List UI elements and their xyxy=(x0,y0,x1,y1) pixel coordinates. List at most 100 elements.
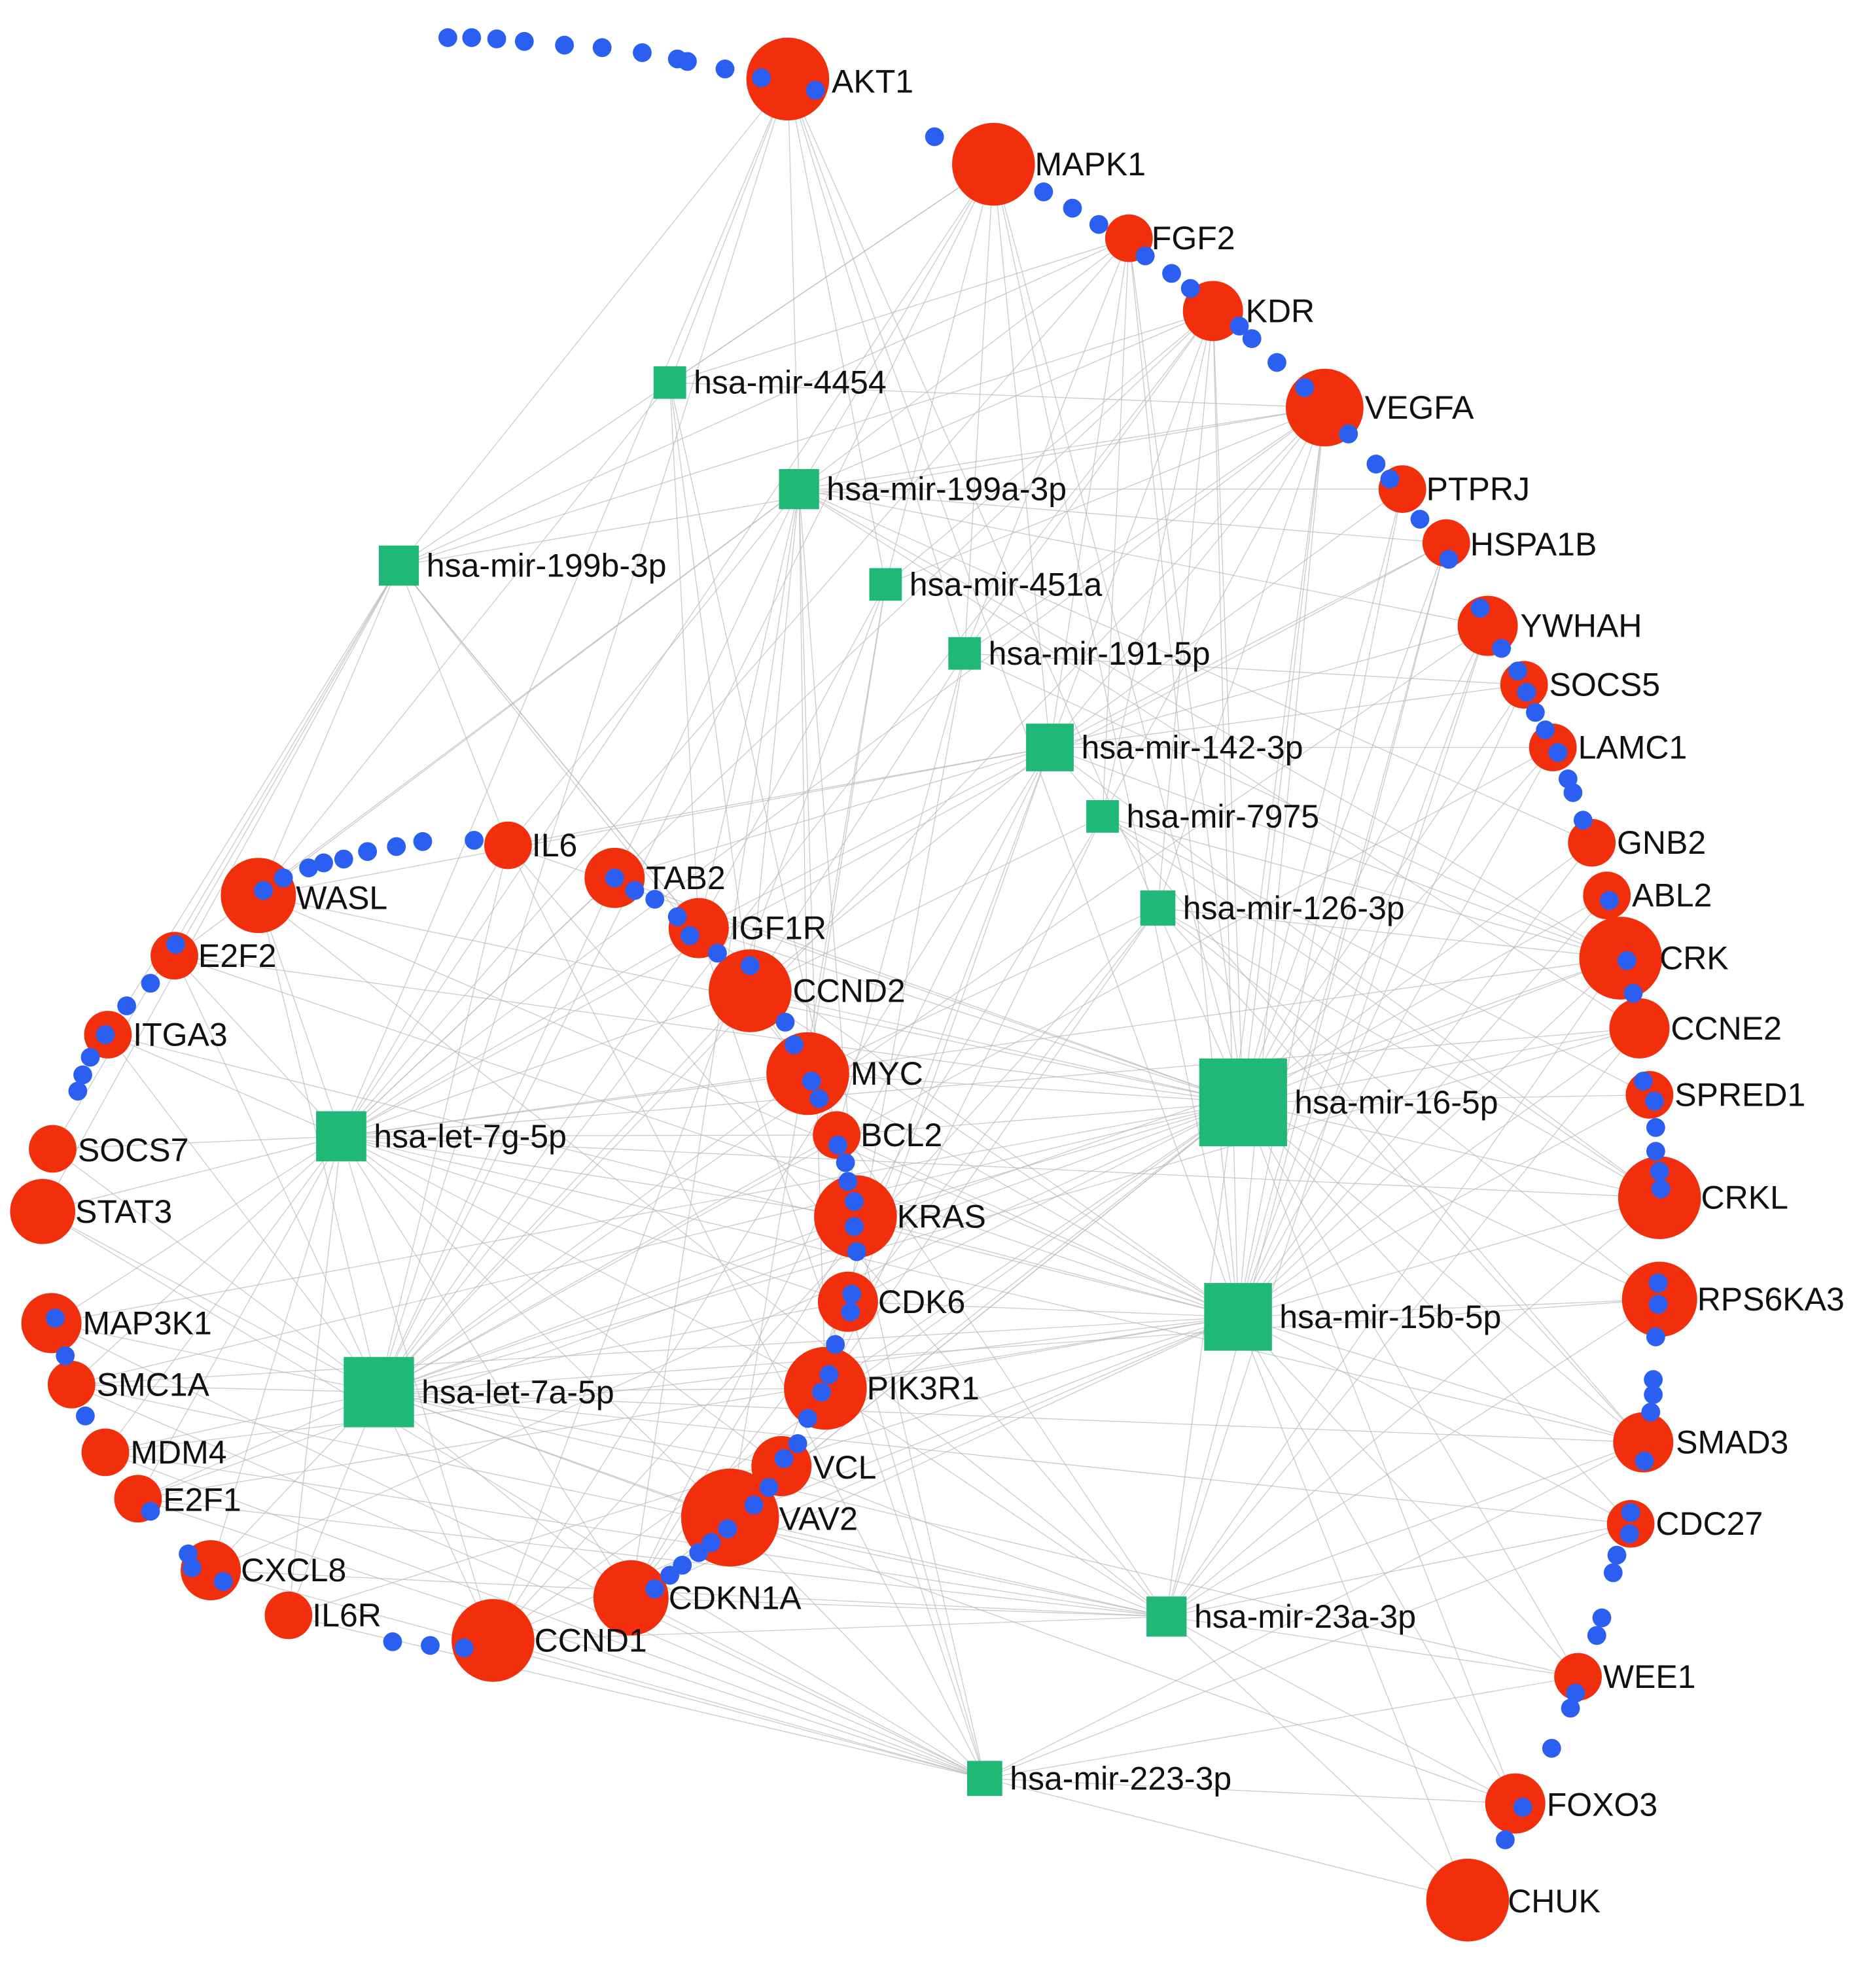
pathway-dot[interactable] xyxy=(68,1081,88,1101)
pathway-dot[interactable] xyxy=(56,1346,75,1365)
pathway-dot[interactable] xyxy=(847,1242,866,1261)
pathway-dot[interactable] xyxy=(1563,783,1583,802)
pathway-dot[interactable] xyxy=(454,1638,474,1658)
pathway-dot[interactable] xyxy=(1366,454,1386,474)
pathway-dot[interactable] xyxy=(141,1501,160,1521)
pathway-dot[interactable] xyxy=(680,926,699,945)
pathway-dot[interactable] xyxy=(141,973,160,993)
pathway-dot[interactable] xyxy=(1242,329,1262,348)
pathway-dot[interactable] xyxy=(842,1284,861,1304)
pathway-dot[interactable] xyxy=(1295,378,1315,397)
pathway-dot[interactable] xyxy=(1561,1698,1580,1718)
pathway-dot[interactable] xyxy=(592,38,612,58)
gene-node-ccnd1[interactable] xyxy=(451,1599,535,1682)
pathway-dot[interactable] xyxy=(774,1449,794,1468)
pathway-dot[interactable] xyxy=(667,907,687,926)
pathway-dot[interactable] xyxy=(715,60,735,79)
mirna-node-hsa-mir-23a-3p[interactable] xyxy=(1146,1596,1187,1637)
mirna-node-hsa-mir-4454[interactable] xyxy=(653,366,686,399)
pathway-dot[interactable] xyxy=(1648,1295,1668,1314)
mirna-node-hsa-mir-15b-5p[interactable] xyxy=(1204,1283,1272,1351)
mirna-node-hsa-mir-142-3p[interactable] xyxy=(1026,724,1074,771)
pathway-dot[interactable] xyxy=(1623,983,1643,1003)
pathway-dot[interactable] xyxy=(182,1558,202,1577)
pathway-dot[interactable] xyxy=(1650,1162,1669,1181)
pathway-dot[interactable] xyxy=(841,1302,860,1322)
gene-node-ccne2[interactable] xyxy=(1609,998,1670,1059)
gene-node-il6[interactable] xyxy=(484,821,532,869)
pathway-dot[interactable] xyxy=(1513,1798,1532,1817)
pathway-dot[interactable] xyxy=(1526,703,1545,722)
pathway-dot[interactable] xyxy=(1644,1385,1663,1405)
pathway-dot[interactable] xyxy=(775,1013,795,1032)
mirna-node-hsa-mir-126-3p[interactable] xyxy=(1140,890,1176,926)
pathway-dot[interactable] xyxy=(1646,1118,1665,1137)
pathway-dot[interactable] xyxy=(673,1556,692,1575)
pathway-dot[interactable] xyxy=(708,943,727,963)
gene-node-socs7[interactable] xyxy=(29,1125,77,1173)
pathway-dot[interactable] xyxy=(1496,1830,1515,1850)
mirna-node-hsa-mir-16-5p[interactable] xyxy=(1199,1058,1287,1147)
pathway-dot[interactable] xyxy=(1439,550,1459,569)
pathway-dot[interactable] xyxy=(96,1025,115,1044)
pathway-dot[interactable] xyxy=(1034,182,1053,202)
pathway-dot[interactable] xyxy=(1566,1683,1585,1703)
mirna-node-hsa-mir-199b-3p[interactable] xyxy=(378,545,419,586)
pathway-dot[interactable] xyxy=(1267,353,1286,372)
gene-node-kdr[interactable] xyxy=(1182,281,1243,342)
mirna-node-hsa-mir-199a-3p[interactable] xyxy=(779,469,819,510)
pathway-dot[interactable] xyxy=(465,831,484,850)
pathway-dot[interactable] xyxy=(462,28,482,47)
pathway-dot[interactable] xyxy=(925,127,944,147)
pathway-dot[interactable] xyxy=(75,1406,95,1426)
pathway-dot[interactable] xyxy=(1600,891,1619,910)
pathway-dot[interactable] xyxy=(383,1632,402,1651)
pathway-dot[interactable] xyxy=(838,1172,858,1191)
pathway-dot[interactable] xyxy=(166,935,185,954)
pathway-dot[interactable] xyxy=(1644,1370,1663,1390)
pathway-dot[interactable] xyxy=(117,996,137,1015)
pathway-dot[interactable] xyxy=(1633,1072,1653,1091)
pathway-dot[interactable] xyxy=(836,1153,855,1172)
pathway-dot[interactable] xyxy=(1645,1091,1664,1111)
gene-node-cdc27[interactable] xyxy=(1606,1499,1655,1548)
gene-node-ccnd2[interactable] xyxy=(709,949,792,1032)
pathway-dot[interactable] xyxy=(358,842,378,861)
pathway-dot[interactable] xyxy=(1542,1738,1561,1758)
pathway-dot[interactable] xyxy=(387,837,406,856)
pathway-dot[interactable] xyxy=(274,868,293,888)
pathway-dot[interactable] xyxy=(1180,279,1200,298)
gene-node-smad3[interactable] xyxy=(1613,1412,1674,1473)
gene-node-bcl2[interactable] xyxy=(813,1111,860,1159)
pathway-dot[interactable] xyxy=(80,1047,100,1067)
gene-node-smc1a[interactable] xyxy=(47,1361,96,1409)
pathway-dot[interactable] xyxy=(1410,510,1430,529)
pathway-dot[interactable] xyxy=(1603,1563,1623,1583)
pathway-dot[interactable] xyxy=(1607,1545,1627,1565)
pathway-dot[interactable] xyxy=(1641,1403,1661,1422)
pathway-dot[interactable] xyxy=(1492,639,1512,658)
mirna-node-hsa-let-7a-5p[interactable] xyxy=(344,1357,414,1428)
pathway-dot[interactable] xyxy=(633,43,652,62)
pathway-dot[interactable] xyxy=(689,1543,709,1562)
gene-node-mapk1[interactable] xyxy=(952,122,1035,206)
pathway-dot[interactable] xyxy=(1617,951,1637,970)
pathway-dot[interactable] xyxy=(625,881,645,900)
pathway-dot[interactable] xyxy=(752,68,771,88)
pathway-dot[interactable] xyxy=(845,1217,864,1236)
pathway-dot[interactable] xyxy=(1135,246,1155,266)
pathway-dot[interactable] xyxy=(1470,599,1490,618)
pathway-dot[interactable] xyxy=(1508,661,1528,680)
pathway-dot[interactable] xyxy=(1646,1142,1665,1161)
gene-node-il6r[interactable] xyxy=(264,1591,313,1640)
pathway-dot[interactable] xyxy=(744,1496,764,1515)
pathway-dot[interactable] xyxy=(785,1035,804,1055)
pathway-dot[interactable] xyxy=(299,858,318,877)
pathway-dot[interactable] xyxy=(826,1335,845,1354)
pathway-dot[interactable] xyxy=(828,1135,847,1155)
pathway-dot[interactable] xyxy=(1063,198,1082,218)
pathway-dot[interactable] xyxy=(1162,264,1181,283)
pathway-dot[interactable] xyxy=(45,1308,65,1328)
pathway-dot[interactable] xyxy=(1380,469,1400,489)
pathway-dot[interactable] xyxy=(741,956,760,975)
